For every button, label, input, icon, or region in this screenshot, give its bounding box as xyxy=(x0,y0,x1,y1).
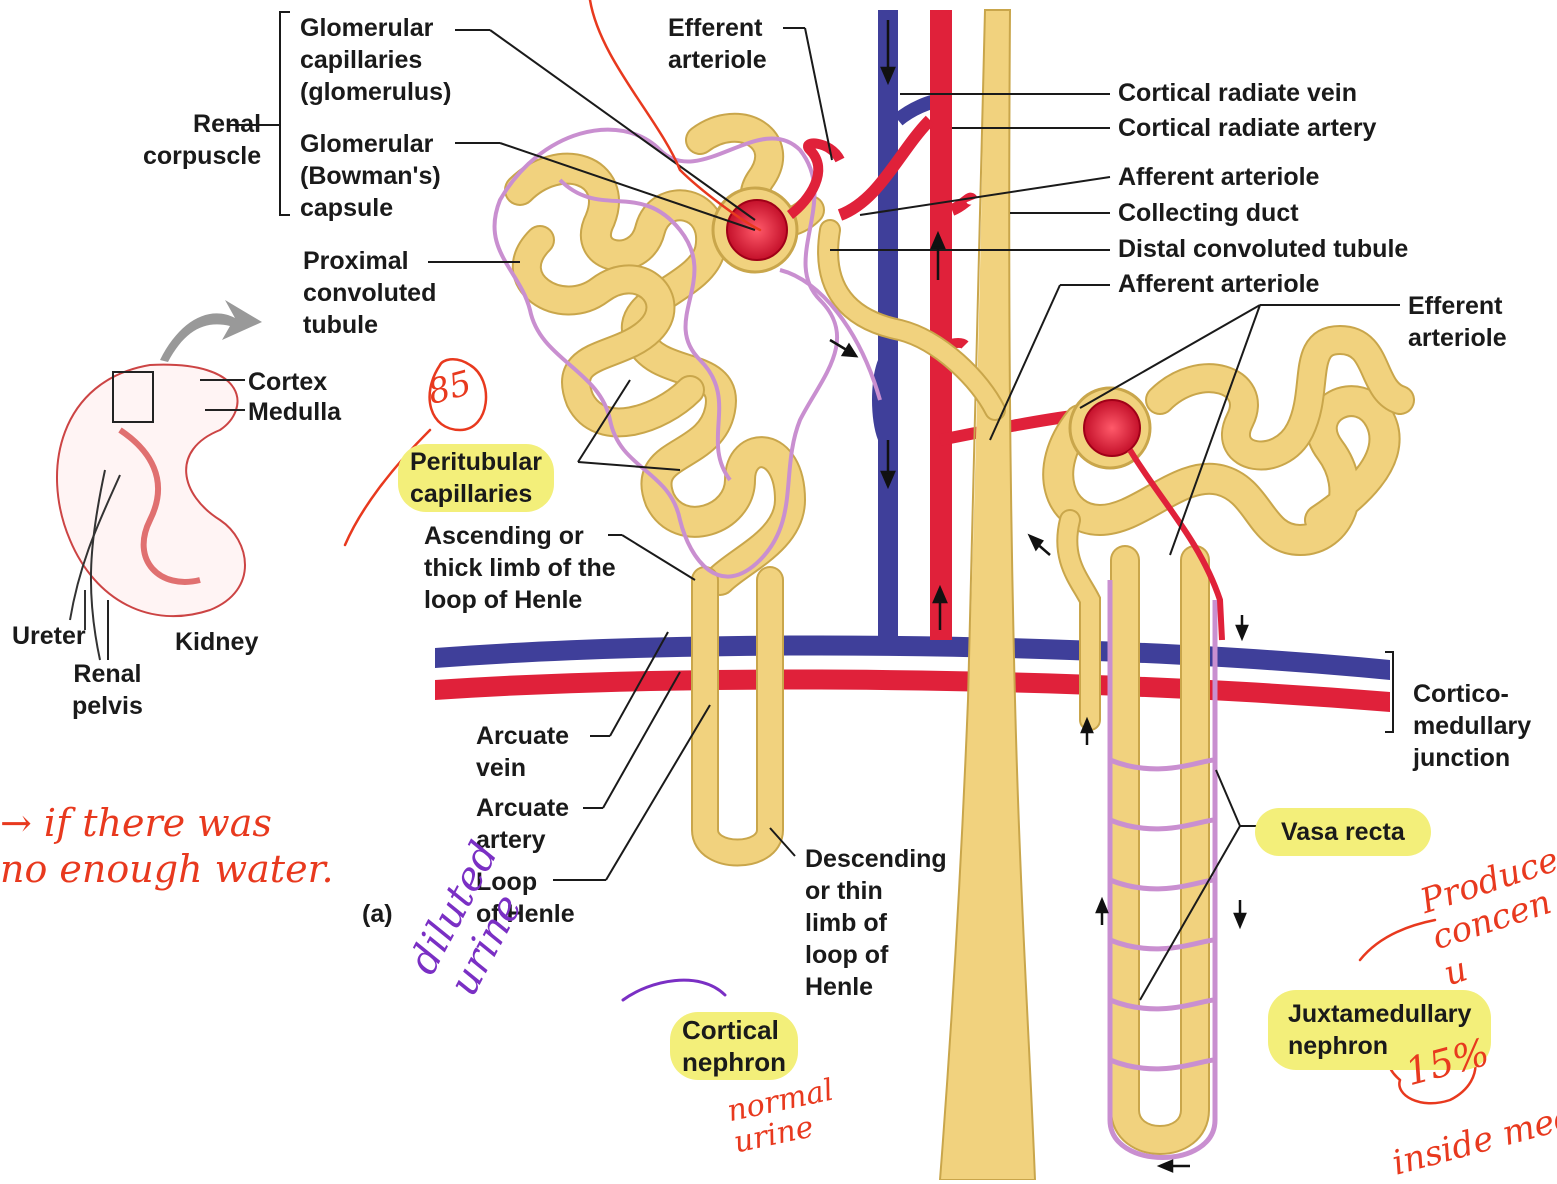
label-renal-pelvis: Renal pelvis xyxy=(72,658,143,722)
label-ascending-limb: Ascending or thick limb of the loop of H… xyxy=(424,520,616,616)
label-figure-a: (a) xyxy=(362,898,393,930)
label-efferent-arteriole-top: Efferent arteriole xyxy=(668,12,767,76)
label-descending-limb: Descending or thin limb of loop of Henle xyxy=(805,843,947,1003)
label-proximal-convoluted-tubule: Proximal convoluted tubule xyxy=(303,245,436,341)
label-renal-corpuscle: Renal corpuscle xyxy=(143,108,261,172)
collecting-duct-shape xyxy=(940,10,1035,1180)
label-cortex: Cortex xyxy=(248,366,327,398)
label-efferent-arteriole-right: Efferent arteriole xyxy=(1408,290,1507,354)
juxta-glomerulus-shape xyxy=(1084,400,1140,456)
label-glomerular-capillaries: Glomerular capillaries (glomerulus) xyxy=(300,12,451,108)
label-medulla: Medulla xyxy=(248,396,341,428)
kidney-inset xyxy=(57,365,245,660)
label-cortical-nephron: Cortical nephron xyxy=(670,1012,798,1080)
label-corticomedullary-junction: Cortico- medullary junction xyxy=(1413,678,1531,774)
label-afferent-arteriole-1: Afferent arteriole xyxy=(1118,161,1319,193)
label-vasa-recta: Vasa recta xyxy=(1255,808,1431,856)
note-no-enough-water: → if there was no enough water. xyxy=(0,800,334,892)
label-cortical-radiate-vein: Cortical radiate vein xyxy=(1118,77,1357,109)
label-collecting-duct: Collecting duct xyxy=(1118,197,1299,229)
label-bowmans-capsule: Glomerular (Bowman's) capsule xyxy=(300,128,441,224)
label-peritubular-capillaries: Peritubular capillaries xyxy=(398,444,554,512)
arcuate-artery-shape xyxy=(435,670,1390,712)
label-arcuate-vein: Arcuate vein xyxy=(476,720,569,784)
label-afferent-arteriole-2: Afferent arteriole xyxy=(1118,268,1319,300)
cortical-radiate-artery-shape xyxy=(930,10,952,640)
label-distal-convoluted-tubule: Distal convoluted tubule xyxy=(1118,233,1408,265)
label-kidney: Kidney xyxy=(175,626,258,658)
zoom-arrow-icon xyxy=(160,300,262,362)
label-ureter: Ureter xyxy=(12,620,86,652)
glomerulus-shape xyxy=(727,200,787,260)
label-cortical-radiate-artery: Cortical radiate artery xyxy=(1118,112,1376,144)
